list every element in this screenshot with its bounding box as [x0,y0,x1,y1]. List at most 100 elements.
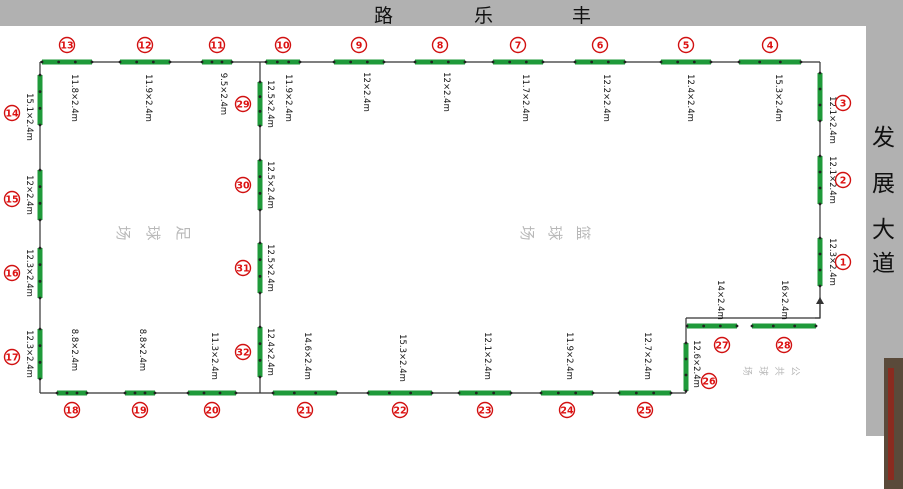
segment-9-panel [334,59,384,65]
segment-25-number: 25 [638,405,651,416]
segment-7-number: 7 [515,40,522,51]
segment-10-panel [266,59,300,65]
area-basketball-char-2: 球 [546,225,564,240]
segment-14-post [38,106,42,110]
segment-12-number: 12 [138,40,151,51]
segment-6-post [606,60,610,64]
segment-2-marker [834,171,852,189]
segment-21-post [271,391,275,395]
segment-20-label: 11.3×2.4m [209,332,219,380]
segment-31-marker [234,259,252,277]
segment-30-panel [257,160,263,210]
segment-24-post [556,391,560,395]
segment-13-post [73,60,77,64]
segment-18-post [85,391,89,395]
segment-17-number: 17 [5,352,18,363]
segment-18-label: 8.8×2.4m [69,329,79,371]
segment-7-post [508,60,512,64]
segment-11-label: 9.5×2.4m [218,73,228,115]
segment-9-post [365,60,369,64]
segment-13-marker [58,36,76,54]
segment-17-post [38,377,42,381]
segment-20-post [218,391,222,395]
segment-13-panel [42,59,92,65]
segment-32-post [258,375,262,379]
segment-24-number: 24 [560,405,574,416]
segment-3-panel [817,73,823,121]
segment-15-post [38,201,42,205]
segment-28-post [750,324,754,328]
segment-25-marker [636,401,654,419]
segment-8-panel [415,59,465,65]
segment-20-panel [188,390,236,396]
segment-30-marker [234,176,252,194]
segment-29-post [258,124,262,128]
segment-16-post [38,246,42,250]
segment-19-number: 19 [133,405,146,416]
segment-14-number: 14 [5,108,19,119]
segment-3-post [818,103,822,107]
segment-11-post [230,60,234,64]
area-public-label: 公 共 球 场 [741,366,800,376]
segment-9-number: 9 [356,40,363,51]
segment-4-post [799,60,803,64]
segment-18-post [75,391,79,395]
segment-30-post [258,175,262,179]
segment-28-panel [752,323,816,329]
segment-29-post [258,95,262,99]
segment-25-panel [619,390,671,396]
segment-27-post [685,324,689,328]
segment-11-number: 11 [210,40,223,51]
segment-15-post [38,185,42,189]
segment-15-marker [3,190,21,208]
segment-18-marker [63,401,81,419]
segment-14-post [38,90,42,94]
segment-1-post [818,268,822,272]
segment-6-post [623,60,627,64]
segment-16-post [38,296,42,300]
segment-14-label: 15.1×2.4m [24,93,34,141]
segment-11-marker [208,36,226,54]
segment-24-post [539,391,543,395]
segment-10-post [287,60,291,64]
segment-8-post [446,60,450,64]
segment-23-marker [476,401,494,419]
segment-24-post [591,391,595,395]
segment-18-post [55,391,59,395]
segment-19-post [133,391,137,395]
segment-3-number: 3 [840,98,847,109]
segment-2-post [818,170,822,174]
segment-31-number: 31 [236,263,249,274]
segment-32-label: 12.4×2.4m [265,328,275,376]
segment-25-post [669,391,673,395]
segment-25-post [652,391,656,395]
segment-16-post [38,263,42,267]
segment-10-post [298,60,302,64]
segment-6-post [573,60,577,64]
segment-15-post [38,218,42,222]
segment-9-post [332,60,336,64]
segment-19-marker [131,401,149,419]
segment-1-panel [817,238,823,286]
segment-32-number: 32 [236,347,249,358]
segment-22-marker [391,401,409,419]
segment-26-post [684,341,688,345]
segment-14-marker [3,104,21,122]
segment-21-post [314,391,318,395]
segment-30-number: 30 [236,180,250,191]
segment-16-number: 16 [5,268,19,279]
segment-1-post [818,236,822,240]
segment-32-panel [257,327,263,377]
fence-segments [37,59,823,396]
segment-13-number: 13 [60,40,73,51]
segment-32-marker [234,343,252,361]
segment-7-label: 11.7×2.4m [520,74,530,122]
segment-5-number: 5 [683,40,690,51]
area-football-char-1: 足 [174,225,192,240]
segment-24-label: 11.9×2.4m [564,332,574,380]
segment-28-label: 16×2.4m [779,280,789,320]
segment-17-post [38,327,42,331]
segment-30-label: 12.5×2.4m [265,161,275,209]
segment-12-post [118,60,122,64]
